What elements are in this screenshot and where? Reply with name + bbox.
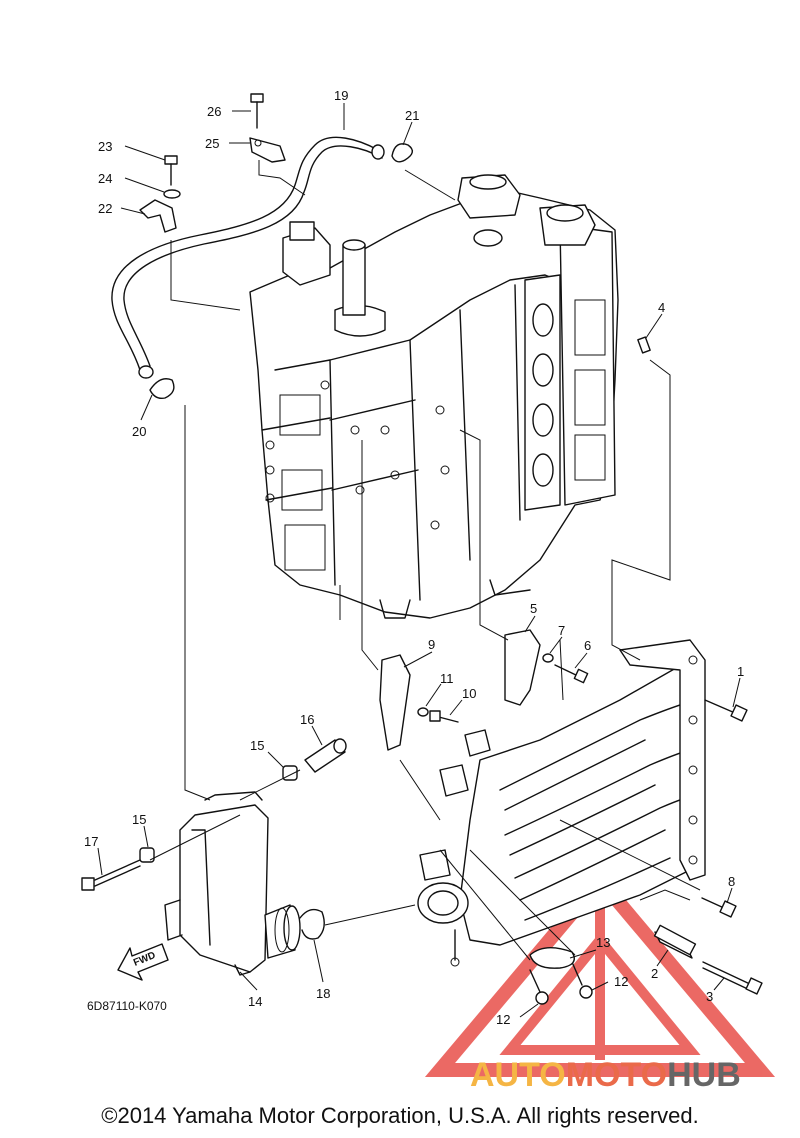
callout-18: 18: [316, 986, 330, 1001]
callout-17: 17: [84, 834, 98, 849]
callout-10: 10: [462, 686, 476, 701]
bracket-5: [504, 629, 541, 706]
callout-20: 20: [132, 424, 146, 439]
callout-21: 21: [405, 108, 419, 123]
callout-1: 1: [737, 664, 744, 679]
intake-silencer: [164, 791, 301, 976]
watermark-brand: AUTOMOTOHUB: [470, 1056, 741, 1095]
callout-6: 6: [584, 638, 591, 653]
bolt-1: [704, 699, 748, 722]
callout-numbers: 1 2 3 4 5 6 7 8 9 10 11 12 12 13 14 15 1…: [84, 88, 744, 1027]
callout-13: 13: [596, 935, 610, 950]
engine-block: [249, 174, 619, 619]
washer-11: [417, 707, 429, 717]
holder-25: [249, 137, 286, 163]
intake-manifold: [417, 639, 706, 967]
callout-24: 24: [98, 171, 112, 186]
bolt-26: [250, 93, 264, 129]
clamp-22: [139, 199, 177, 233]
catalog-code: 6D87110-K070: [87, 999, 167, 1013]
grommet-15-b: [139, 847, 155, 863]
callout-8: 8: [728, 874, 735, 889]
bolt-10: [429, 710, 459, 723]
clip-20: [149, 378, 175, 400]
watermark-hub: HUB: [667, 1056, 741, 1094]
fwd-arrow: FWD: [117, 943, 169, 981]
callout-2: 2: [651, 966, 658, 981]
blowby-hose: [111, 136, 385, 379]
bolt-23: [164, 155, 178, 186]
callout-16: 16: [300, 712, 314, 727]
callout-15-a: 15: [250, 738, 264, 753]
dowel-pin-4: [637, 336, 651, 354]
callout-25: 25: [205, 136, 219, 151]
callout-11: 11: [440, 671, 454, 686]
clip-21: [391, 143, 413, 163]
bolt-3: [702, 961, 763, 995]
clamp-18: [299, 908, 325, 940]
callout-leaders: [97, 103, 741, 1018]
ring-13: [529, 947, 575, 969]
callout-4: 4: [658, 300, 665, 315]
washer-7: [542, 653, 554, 663]
callout-26: 26: [207, 104, 221, 119]
callout-23: 23: [98, 139, 112, 154]
bolt-12-b: [571, 961, 593, 999]
callout-9: 9: [428, 637, 435, 652]
watermark-auto: AUTO: [470, 1056, 566, 1094]
assembly-lines: [149, 160, 701, 961]
bolt-12-a: [529, 969, 549, 1005]
callout-12-a: 12: [614, 974, 628, 989]
watermark-moto: MOTO: [565, 1056, 668, 1094]
callout-3: 3: [706, 989, 713, 1004]
bolt-8: [701, 897, 737, 918]
callout-15-b: 15: [132, 812, 146, 827]
callout-12-b: 12: [496, 1012, 510, 1027]
collar-16: [304, 738, 347, 773]
bolt-17: [81, 859, 141, 891]
bolt-6: [554, 664, 589, 684]
callout-22: 22: [98, 201, 112, 216]
washer-24: [163, 189, 181, 199]
callout-14: 14: [248, 994, 262, 1009]
callout-5: 5: [530, 601, 537, 616]
copyright-notice: ©2014 Yamaha Motor Corporation, U.S.A. A…: [101, 1103, 699, 1128]
callout-19: 19: [334, 88, 348, 103]
collar-2-body: [653, 924, 697, 956]
stay-9: [379, 654, 411, 751]
callout-7: 7: [558, 623, 565, 638]
